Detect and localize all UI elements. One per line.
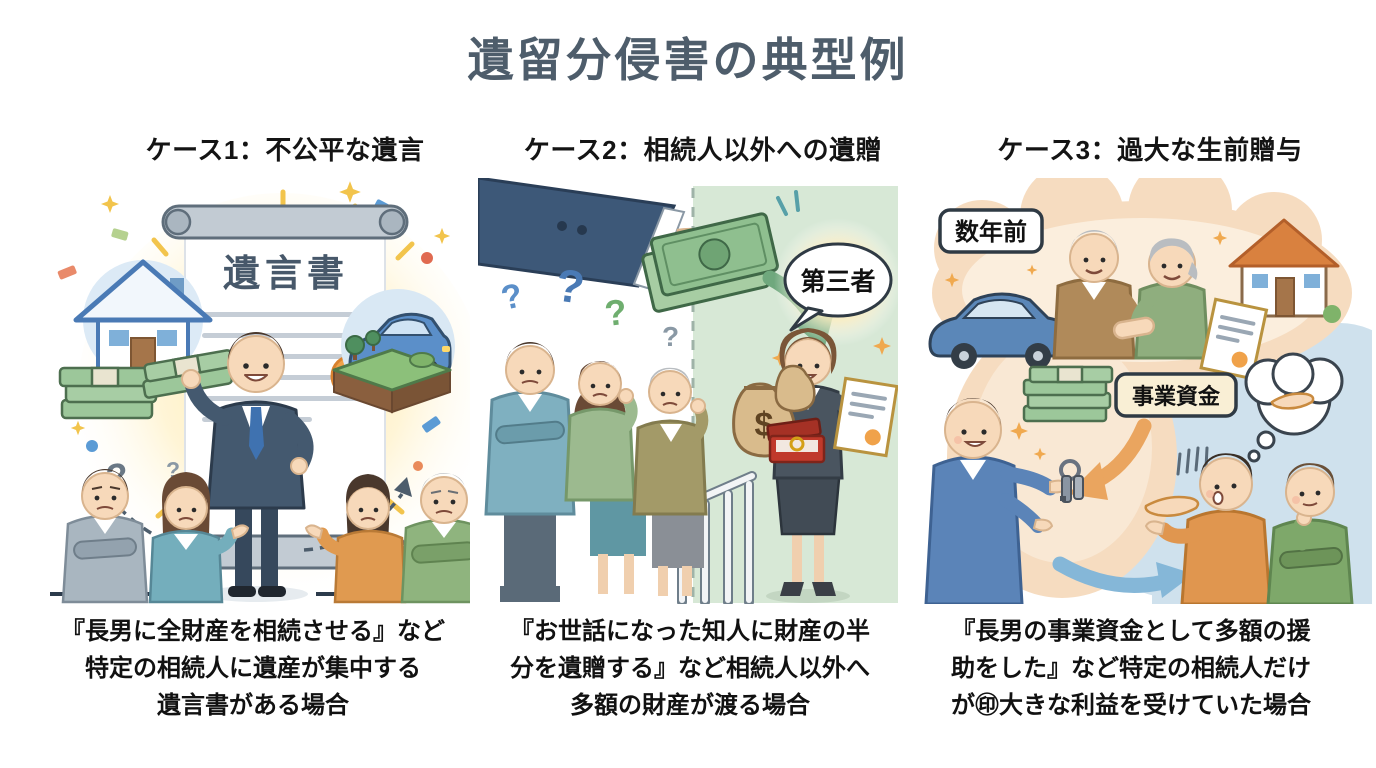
money-stack-icon <box>1022 365 1114 423</box>
svg-text:事業資金: 事業資金 <box>1132 384 1221 409</box>
brother-green-figure <box>1266 463 1354 604</box>
speed-lines <box>1176 446 1209 476</box>
caption-line: 助をした』など特定の相続人だけ <box>951 655 1311 682</box>
case3-heading: ケース3：過大な生前贈与 <box>997 135 1303 165</box>
third-party-label: 第三者 <box>800 267 875 296</box>
case2-heading: ケース2：相続人以外への遺贈 <box>523 135 883 165</box>
family-member-elder-green <box>400 473 470 604</box>
case3-caption: 『長男の事業資金として多額の援 助をした』など特定の相続人だけ が㊞大きな利益を… <box>908 613 1354 724</box>
case2-illustration-bequest-to-third-party: 第三者 <box>478 178 898 604</box>
keys-icon <box>1059 459 1084 503</box>
svg-text:?: ? <box>553 258 588 313</box>
page-title: 遺留分侵害の典型例 <box>467 34 909 86</box>
caption-line: 『お世話になった知人に財産の半 <box>510 618 870 645</box>
elderly-father-figure <box>1052 230 1142 360</box>
eldest-son-figure <box>181 332 314 602</box>
thought-bubble-empty-hand <box>1244 352 1344 463</box>
caption-line: 分を遺贈する』など相続人以外へ <box>510 655 870 682</box>
caption-line: 『長男の事業資金として多額の援 <box>951 618 1311 645</box>
car-icon <box>928 292 1074 369</box>
case1-caption: 『長男に全財産を相続させる』など 特定の相続人に遺産が集中する 遺言書がある場合 <box>38 613 468 724</box>
caption-line: 多額の財産が渡る場合 <box>570 692 810 719</box>
svg-text:?: ? <box>603 291 629 334</box>
case1-heading: ケース1：不公平な遺言 <box>145 135 425 165</box>
empty-hand-icon <box>1144 495 1200 517</box>
caption-line: 特定の相続人に遺産が集中する <box>85 655 421 682</box>
case3-illustration-excessive-lifetime-gift: 数年前 <box>924 178 1372 604</box>
case2-caption: 『お世話になった知人に財産の半 分を遺贈する』など相続人以外へ 多額の財産が渡る… <box>478 613 902 724</box>
certificate-icon <box>832 376 898 458</box>
case1-illustration-unfair-will: 遺言書 <box>50 181 470 604</box>
brother-orange-figure <box>1144 453 1272 604</box>
banknotes-icon <box>641 212 779 313</box>
caption-line: 『長男に全財産を相続させる』など <box>61 618 445 645</box>
elderly-mother-figure <box>1130 238 1210 360</box>
caption-line: 遺言書がある場合 <box>157 692 349 719</box>
third-party-speech-bubble: 第三者 <box>774 218 898 346</box>
land-plot-icon <box>332 330 452 414</box>
handshake-icon <box>1112 316 1156 340</box>
svg-text:?: ? <box>498 276 526 317</box>
will-title-label: 遺言書 <box>223 253 349 294</box>
money-stacks-icon <box>58 349 235 420</box>
caption-line: が㊞大きな利益を受けていた場合 <box>951 692 1311 719</box>
business-funds-label: 事業資金 <box>1114 372 1238 418</box>
family-member-man-gray <box>61 469 149 604</box>
jewelry-box-icon <box>766 417 826 464</box>
question-marks: ? ? ? ? <box>498 258 679 352</box>
family-member-woman-teal <box>148 472 250 604</box>
heir-woman-figure <box>564 361 646 594</box>
certificate-icon <box>1199 297 1269 381</box>
heir-man-figure <box>484 342 576 602</box>
heir-elder-woman-figure <box>632 367 709 596</box>
svg-text:数年前: 数年前 <box>955 218 1027 246</box>
giving-hand-with-money <box>478 178 800 313</box>
son-receiving-figure <box>924 398 1070 604</box>
years-ago-label: 数年前 <box>938 208 1044 254</box>
svg-text:?: ? <box>662 321 679 352</box>
